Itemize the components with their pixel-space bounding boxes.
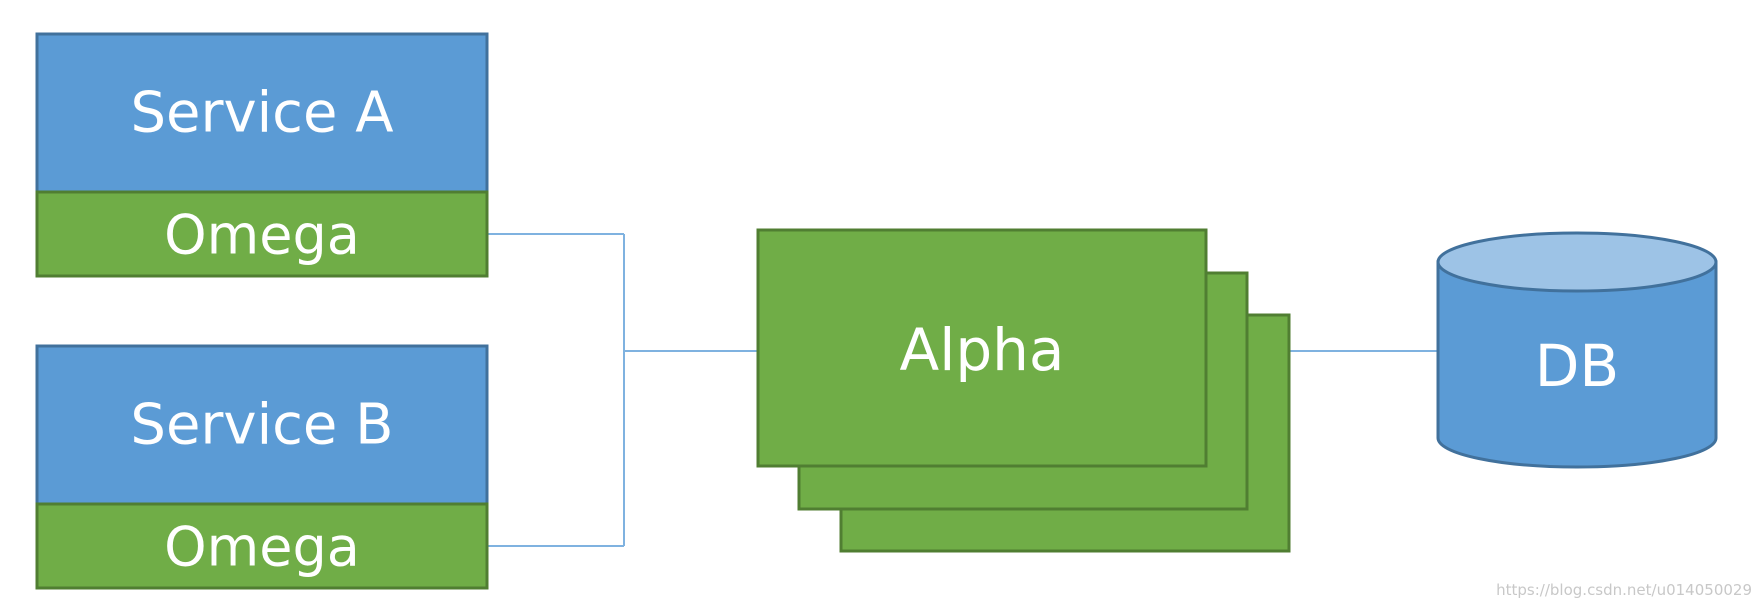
service-b-group: Service B Omega <box>35 344 489 590</box>
service-a-box[interactable] <box>35 32 489 194</box>
omega-b-box[interactable] <box>35 502 489 590</box>
alpha-instance-front[interactable] <box>756 228 1208 468</box>
omega-a-label: Omega <box>164 204 360 267</box>
service-b-label: Service B <box>130 393 393 458</box>
db-body <box>1436 260 1718 469</box>
db-label: DB <box>1535 332 1619 400</box>
alpha-label: Alpha <box>900 316 1065 384</box>
service-a-group: Service A Omega <box>35 32 489 278</box>
watermark: https://blog.csdn.net/u014050029 <box>1496 581 1752 599</box>
omega-a-box[interactable] <box>35 190 489 278</box>
alpha-cluster: Alpha <box>756 228 1291 553</box>
db-top <box>1436 231 1718 293</box>
service-b-box[interactable] <box>35 344 489 506</box>
omega-b-label: Omega <box>164 516 360 579</box>
service-a-label: Service A <box>130 81 393 146</box>
database-cylinder[interactable]: DB <box>1436 231 1718 469</box>
